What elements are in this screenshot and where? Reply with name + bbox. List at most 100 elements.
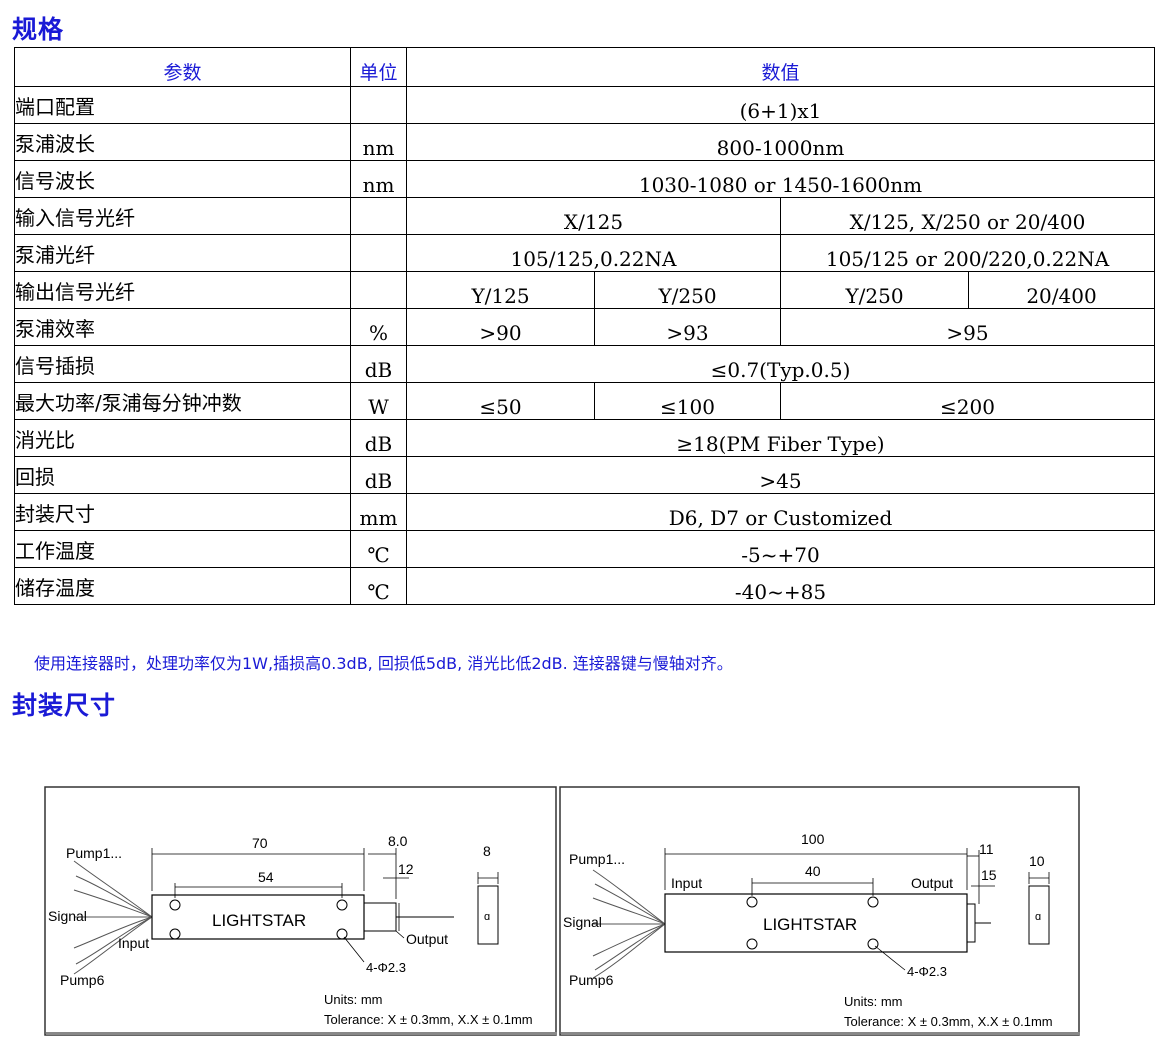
param-unit [350, 271, 407, 309]
table-row: 输入信号光纤 X/125 X/125, X/250 or 20/400 [14, 197, 1156, 235]
param-name: 泵浦波长 [14, 123, 351, 161]
param-name: 泵浦效率 [14, 308, 351, 346]
param-value: ≤0.7(Typ.0.5) [405, 345, 1156, 383]
drawing-d7-svg: ɑ Pump1... Signal Input Pump6 LIGHTSTAR … [559, 786, 1080, 1036]
table-row: 输出信号光纤 Y/125 Y/250 Y/250 20/400 [14, 271, 1156, 309]
pump-fibers [592, 869, 666, 979]
table-row: 最大功率/泵浦每分钟冲数 W ≤50 ≤100 ≤200 [14, 382, 1156, 420]
pump-bottom-label: Pump6 [60, 972, 105, 988]
table-row: 信号波长 nm 1030-1080 or 1450-1600nm [14, 160, 1156, 198]
param-name: 最大功率/泵浦每分钟冲数 [14, 382, 351, 420]
param-value: Y/250 [594, 271, 781, 309]
input-label: Input [671, 875, 702, 891]
connector-note: 使用连接器时，处理功率仅为1W,插损高0.3dB, 回损低5dB, 消光比低2d… [34, 654, 733, 673]
table-row: 泵浦波长 nm 800-1000nm [14, 123, 1156, 161]
mount-hole [169, 928, 181, 940]
header-param: 参数 [14, 47, 351, 87]
side-view [1028, 885, 1050, 945]
pump-bottom-label: Pump6 [569, 972, 614, 988]
param-unit: nm [350, 160, 407, 198]
param-name: 消光比 [14, 419, 351, 457]
signal-label: Signal [563, 914, 602, 930]
table-row: 信号插损 dB ≤0.7(Typ.0.5) [14, 345, 1156, 383]
pump-fibers [73, 860, 153, 975]
dim-end: 11 [979, 841, 994, 857]
param-name: 泵浦光纤 [14, 234, 351, 272]
param-name: 封装尺寸 [14, 493, 351, 531]
param-name: 输出信号光纤 [14, 271, 351, 309]
input-label: Input [118, 935, 149, 951]
output-boot [966, 903, 976, 943]
units-label: Units: mm [844, 994, 903, 1009]
mount-hole [169, 899, 181, 911]
param-value: ≤200 [779, 382, 1156, 420]
param-unit [350, 86, 407, 124]
package-body [664, 893, 968, 953]
param-name: 输入信号光纤 [14, 197, 351, 235]
header-value: 数值 [405, 47, 1156, 87]
param-name: 回损 [14, 456, 351, 494]
param-value: D6, D7 or Customized [405, 493, 1156, 531]
param-unit [350, 197, 407, 235]
dim-end: 8.0 [388, 833, 408, 849]
table-row: 封装尺寸 mm D6, D7 or Customized [14, 493, 1156, 531]
output-label: Output [911, 875, 953, 891]
package-body [151, 894, 365, 940]
hole-label: 4-Φ2.3 [907, 964, 947, 979]
param-value: 105/125 or 200/220,0.22NA [779, 234, 1156, 272]
mount-hole [746, 896, 758, 908]
param-value: ≤100 [594, 382, 781, 420]
side-mark: ɑ [1035, 911, 1041, 923]
mount-hole [746, 938, 758, 950]
side-view [477, 885, 499, 945]
param-value: X/125 [406, 197, 781, 235]
header-unit: 单位 [350, 47, 407, 87]
mount-hole [336, 928, 348, 940]
table-row: 消光比 dB ≥18(PM Fiber Type) [14, 419, 1156, 457]
param-unit: dB [350, 345, 407, 383]
hole-label: 4-Φ2.3 [366, 960, 406, 975]
param-value: >95 [779, 308, 1156, 346]
drawing-d6-svg: ɑ Pump1... Signal Input Pump6 LIGHTSTAR … [44, 786, 557, 1036]
param-value: Y/250 [780, 271, 969, 309]
package-drawing-d6: ɑ Pump1... Signal Input Pump6 LIGHTSTAR … [44, 786, 557, 1036]
table-row: 泵浦效率 % >90 >93 >95 [14, 308, 1156, 346]
package-drawing-d7: ɑ Pump1... Signal Input Pump6 LIGHTSTAR … [559, 786, 1080, 1036]
param-unit: % [350, 308, 407, 346]
spec-table: 参数 单位 数值 端口配置 (6+1)x1 泵浦波长 nm 800-1000nm… [14, 47, 1156, 605]
dim-total: 100 [801, 831, 825, 847]
param-value: >93 [594, 308, 781, 346]
side-mark: ɑ [484, 911, 490, 923]
signal-label: Signal [48, 908, 87, 924]
param-unit: nm [350, 123, 407, 161]
param-value: 1030-1080 or 1450-1600nm [405, 160, 1156, 198]
param-value: X/125, X/250 or 20/400 [779, 197, 1156, 235]
mount-hole [336, 899, 348, 911]
package-section-title: 封装尺寸 [12, 691, 117, 720]
param-value: -40~+85 [405, 567, 1156, 605]
param-unit: dB [350, 456, 407, 494]
dimension-lines [151, 848, 499, 963]
dim-height: 12 [398, 861, 414, 877]
pump-top-label: Pump1... [569, 851, 625, 867]
dim-inner: 40 [805, 863, 821, 879]
param-value: (6+1)x1 [405, 86, 1156, 124]
param-value: 20/400 [967, 271, 1156, 309]
param-unit: mm [350, 493, 407, 531]
dimension-lines [664, 848, 1050, 971]
param-name: 工作温度 [14, 530, 351, 568]
dim-width: 10 [1029, 853, 1045, 869]
param-name: 信号插损 [14, 345, 351, 383]
param-value: >45 [405, 456, 1156, 494]
tolerance-label: Tolerance: X ± 0.3mm, X.X ± 0.1mm [324, 1012, 533, 1027]
output-boot [363, 902, 397, 932]
param-name: 端口配置 [14, 86, 351, 124]
dim-inner: 54 [258, 869, 274, 885]
spec-section-title: 规格 [12, 15, 65, 44]
param-name: 信号波长 [14, 160, 351, 198]
brand-label: LIGHTSTAR [212, 911, 306, 930]
param-unit: ℃ [350, 567, 407, 605]
mount-hole [867, 896, 879, 908]
table-header-row: 参数 单位 数值 [14, 47, 1156, 87]
param-unit: ℃ [350, 530, 407, 568]
